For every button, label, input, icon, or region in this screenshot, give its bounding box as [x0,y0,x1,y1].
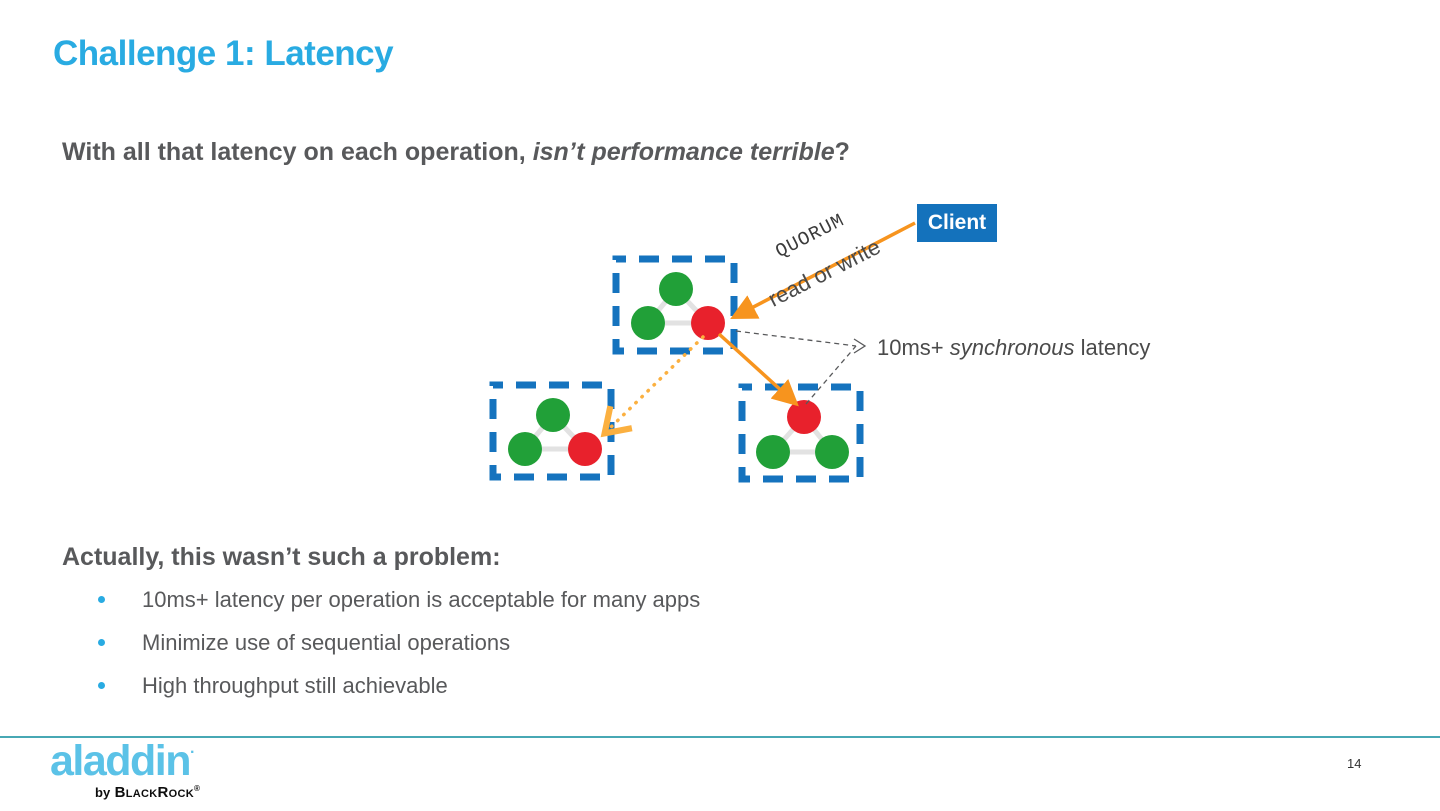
byline-by: by [95,785,111,800]
latency-annotation: 10ms+ synchronous latency [877,335,1150,361]
question-text: With all that latency on each operation,… [62,138,850,167]
node-circle [659,272,693,306]
bullet-dot-icon [98,639,105,646]
list-item: 10ms+ latency per operation is acceptabl… [98,586,701,612]
node-circle [631,306,665,340]
bullet-text: High throughput still achievable [142,672,448,698]
node-circle [815,435,849,469]
annotation-leader-line [735,330,857,347]
aladdin-logo-text: aladdin [50,737,192,785]
node-circle [787,400,821,434]
list-item: Minimize use of sequential operations [98,629,700,655]
latency-annotation-italic: synchronous [949,335,1075,360]
question-suffix: ? [834,138,850,166]
byline-brand: BlackRock [114,784,194,801]
registered-mark-icon: ® [194,784,200,793]
node-circle [691,306,725,340]
bullet-text: Minimize use of sequential operations [142,629,511,655]
bullet-text: 10ms+ latency per operation is acceptabl… [142,586,701,612]
client-box: Client [917,204,997,242]
bullet-dot-icon [98,682,105,689]
replica-group-bottom-right [738,383,864,483]
question-prefix: With all that latency on each operation, [62,138,533,166]
footer-divider [0,736,1440,738]
node-circle [536,398,570,432]
node-circle [508,432,542,466]
replica-group-border [738,383,864,483]
logo-trademark-dot-icon: · [190,744,196,761]
replica-group-bottom-left [489,381,615,481]
page-number: 14 [1347,756,1362,771]
annotation-arrowhead [853,338,867,354]
aladdin-logo: aladdin· [50,740,195,783]
question-italic: isn’t performance terrible [532,138,835,166]
latency-annotation-suffix: latency [1074,335,1151,360]
list-item: High throughput still achievable [98,672,700,698]
replica-group-top [612,255,738,355]
bullet-list: 10ms+ latency per operation is acceptabl… [98,586,701,717]
bullet-dot-icon [98,596,105,603]
blackrock-byline: by BlackRock® [95,784,200,802]
latency-annotation-prefix: 10ms+ [877,335,950,360]
section-heading: Actually, this wasn’t such a problem: [62,543,501,571]
node-circle [756,435,790,469]
node-circle [568,432,602,466]
slide-title: Challenge 1: Latency [53,34,394,73]
